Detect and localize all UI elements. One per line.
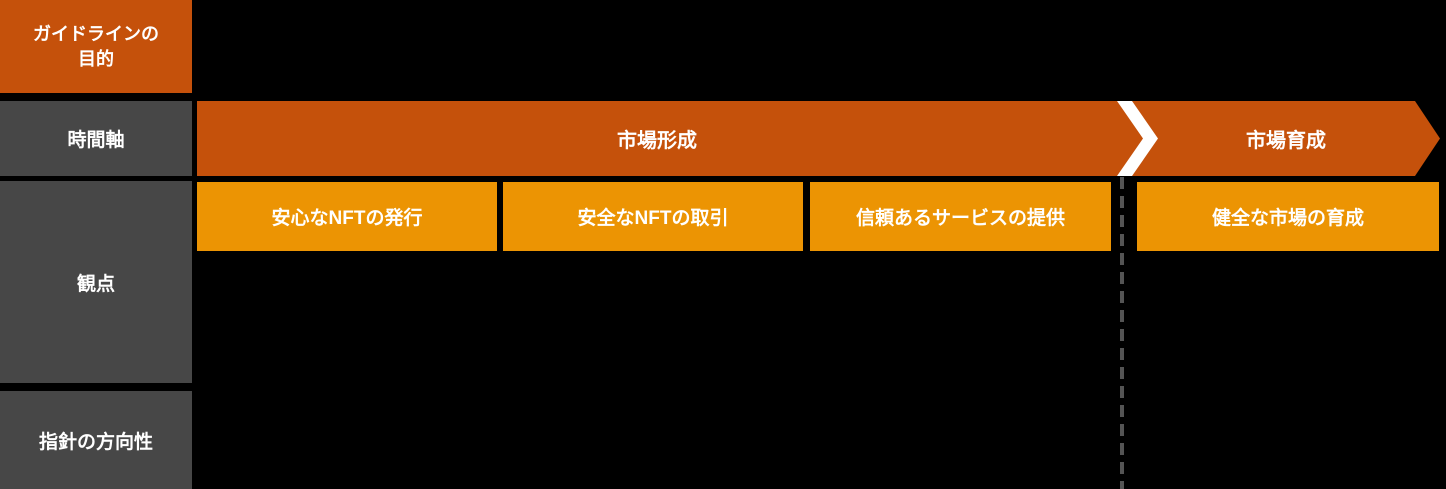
perspective-box-label: 安心なNFTの発行 xyxy=(271,208,423,229)
purpose-label-line2: 目的 xyxy=(78,48,114,69)
perspective-box-trusted-services: 信頼あるサービスの提供 xyxy=(810,182,1111,251)
perspective-box-nft-trading: 安全なNFTの取引 xyxy=(503,182,803,251)
perspective-box-nft-issuance: 安心なNFTの発行 xyxy=(197,182,497,251)
timeline-arrow xyxy=(197,101,1440,176)
chevron-separator-icon xyxy=(1117,101,1158,176)
perspective-box-sound-market: 健全な市場の育成 xyxy=(1137,182,1439,251)
timeline-phase-market-formation: 市場形成 xyxy=(197,101,1117,176)
perspective-box-label: 安全なNFTの取引 xyxy=(577,208,729,229)
row-header-time-axis: 時間軸 xyxy=(0,101,192,176)
phase2-label: 市場育成 xyxy=(1246,130,1326,152)
direction-label: 指針の方向性 xyxy=(38,431,153,453)
row-header-guideline-purpose: ガイドラインの 目的 xyxy=(0,0,192,93)
perspective-box-label: 信頼あるサービスの提供 xyxy=(855,208,1065,229)
timeline-arrow-body xyxy=(197,101,1440,176)
perspective-box-label: 健全な市場の育成 xyxy=(1211,208,1364,229)
purpose-label-line1: ガイドラインの xyxy=(33,24,159,45)
perspective-label: 観点 xyxy=(76,273,115,295)
timeline-phase-market-development: 市場育成 xyxy=(1132,101,1440,176)
row-header-direction: 指針の方向性 xyxy=(0,391,192,489)
time-axis-label: 時間軸 xyxy=(67,130,125,151)
phase-divider-dashed-line xyxy=(1120,177,1124,489)
row-header-perspective: 観点 xyxy=(0,181,192,383)
phase1-label: 市場形成 xyxy=(617,130,697,152)
